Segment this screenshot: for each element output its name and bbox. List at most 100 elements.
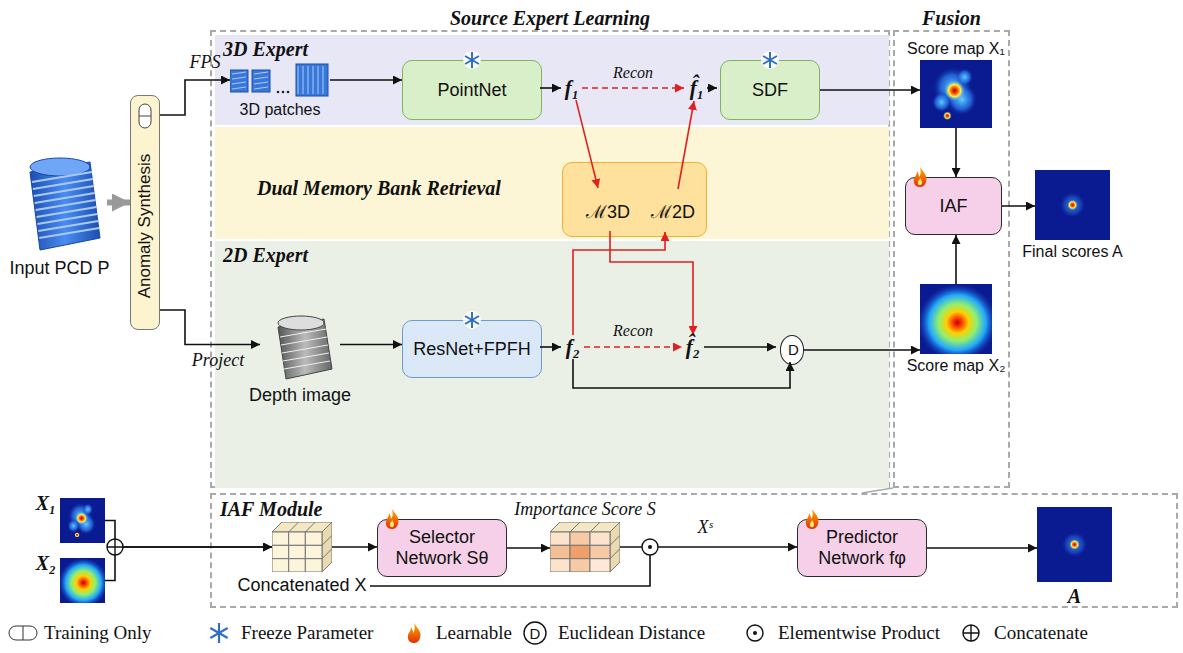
edge-label: Project: [192, 350, 244, 371]
node-heading: Score map X₁: [907, 40, 1005, 58]
node-heading: X₂: [36, 552, 56, 575]
icon: [462, 310, 482, 330]
illustration: [260, 307, 340, 382]
feature-cube: Concatenated X: [272, 522, 332, 572]
memory-band: ℳ3D ℳ2D Dual Memory Bank Retrieval: [215, 127, 889, 239]
expert-band: 3D patchesPointNetSDF3D Expert: [215, 35, 889, 125]
illustration: [920, 60, 992, 128]
legend-text: Euclidean Distance: [558, 622, 705, 644]
node-heading: Fusion: [922, 7, 981, 30]
feature-label: Recon: [613, 322, 653, 340]
dashed-region: Concatenated X Selector Network Sθ Importa…: [210, 493, 1178, 608]
dashed-region: 3D patchesPointNetSDF3D Expertℳ3Dℳ2DDual…: [210, 30, 890, 488]
connector: [955, 128, 957, 177]
node-heading: IAF Module: [220, 498, 322, 521]
illustration: [60, 558, 105, 603]
feature-label: f₂: [566, 335, 580, 360]
edge-label: FPS: [190, 52, 221, 73]
illustration: [60, 498, 105, 543]
node-heading: Anomaly Synthesis: [135, 154, 155, 299]
connector: [620, 546, 797, 548]
node-label: IAF: [939, 196, 967, 217]
illustration: [920, 284, 992, 354]
node-heading: Input PCD P: [9, 258, 109, 279]
learnable-module: Predictor Network fφ: [797, 519, 927, 577]
score-map: A: [1037, 507, 1112, 582]
icon: [910, 166, 930, 188]
illustration: [1037, 507, 1112, 582]
node-heading: 3D patches: [240, 101, 321, 119]
connector: [955, 235, 957, 284]
node-label: ℳ3D: [586, 202, 628, 223]
learnable-module: IAF: [905, 177, 1002, 235]
illustration: [1035, 170, 1110, 240]
icon: [802, 508, 822, 530]
node-label: Predictor Network fφ: [805, 527, 919, 568]
illustration: [12, 150, 107, 255]
icon: [462, 50, 482, 70]
connector: [507, 547, 550, 549]
illustration: [550, 522, 620, 572]
synthesis-box: Anomaly Synthesis: [130, 95, 160, 330]
learnable-module: Selector Network Sθ: [377, 519, 507, 577]
feature-label: f₁: [565, 76, 579, 101]
node-heading: X₁: [36, 492, 56, 515]
edge-label: Xˢ: [698, 517, 713, 538]
connector: [105, 521, 272, 548]
feature-label: f̂₂: [686, 335, 700, 360]
connector: [332, 546, 377, 548]
frozen-module: SDF: [720, 60, 820, 120]
feature-cube: Importance Score S: [550, 522, 620, 572]
node-heading: 3D Expert: [223, 38, 308, 61]
score-map: Score map X₂: [920, 284, 992, 354]
legend-text: Freeze Parameter: [241, 622, 373, 644]
memory-container: [562, 162, 707, 237]
node-heading: Score map X₂: [907, 357, 1006, 375]
node-label: PointNet: [437, 80, 506, 101]
node-label: Selector Network Sθ: [385, 527, 499, 568]
frozen-module: PointNet: [402, 60, 542, 120]
node-heading: Dual Memory Bank Retrieval: [257, 177, 501, 200]
node-heading: D: [788, 341, 796, 358]
legend-text: Concatenate: [994, 622, 1088, 644]
node-heading: Depth image: [249, 385, 351, 406]
legend-item: Learnable: [400, 620, 512, 646]
illustration: [230, 62, 330, 98]
dashed-region: Score map X₁IAFScore map X₂Fusion: [893, 30, 1010, 488]
node-heading: Source Expert Learning: [450, 7, 650, 30]
legend-symbol: [958, 620, 988, 646]
legend-symbol: [400, 620, 430, 646]
node-label: ResNet+FPFH: [413, 339, 531, 360]
feature-label: Recon: [613, 64, 653, 82]
score-map: Final scores A: [1035, 170, 1110, 240]
connector: [927, 547, 1037, 549]
legend-text: Training Only: [44, 622, 152, 644]
depth-image: Depth image: [260, 307, 340, 382]
legend-item: Training Only: [8, 620, 152, 646]
point-cloud: Input PCD P: [12, 150, 107, 255]
illustration: [272, 522, 332, 572]
node-label: SDF: [752, 80, 788, 101]
expert-band: Depth imageResNet+FPFHD2D Expert: [215, 241, 889, 488]
legend-symbol: [742, 620, 772, 646]
legend-item: Euclidean Distance: [522, 620, 705, 646]
legend-symbol: [8, 620, 38, 646]
node-label: ℳ2D: [651, 202, 695, 223]
feature-label: f̂₁: [690, 76, 704, 101]
frozen-module: ResNet+FPFH: [402, 320, 542, 378]
node-heading: Concatenated X: [237, 575, 366, 596]
node-heading: Final scores A: [1022, 243, 1122, 261]
legend-item: Freeze Parameter: [205, 620, 373, 646]
node-heading: Importance Score S: [514, 499, 655, 520]
symbol-letter: D: [530, 625, 541, 642]
legend-item: Elementwise Product: [742, 620, 940, 646]
legend-text: Elementwise Product: [778, 622, 940, 644]
patch-image: 3D patches: [230, 62, 330, 98]
score-map: X₂: [60, 558, 105, 603]
connector: [107, 200, 130, 206]
distance-circle: D: [780, 335, 804, 364]
legend-text: Learnable: [436, 622, 512, 644]
connector: [1002, 205, 1035, 207]
score-map: X₁: [60, 498, 105, 543]
node-heading: A: [1068, 585, 1081, 608]
